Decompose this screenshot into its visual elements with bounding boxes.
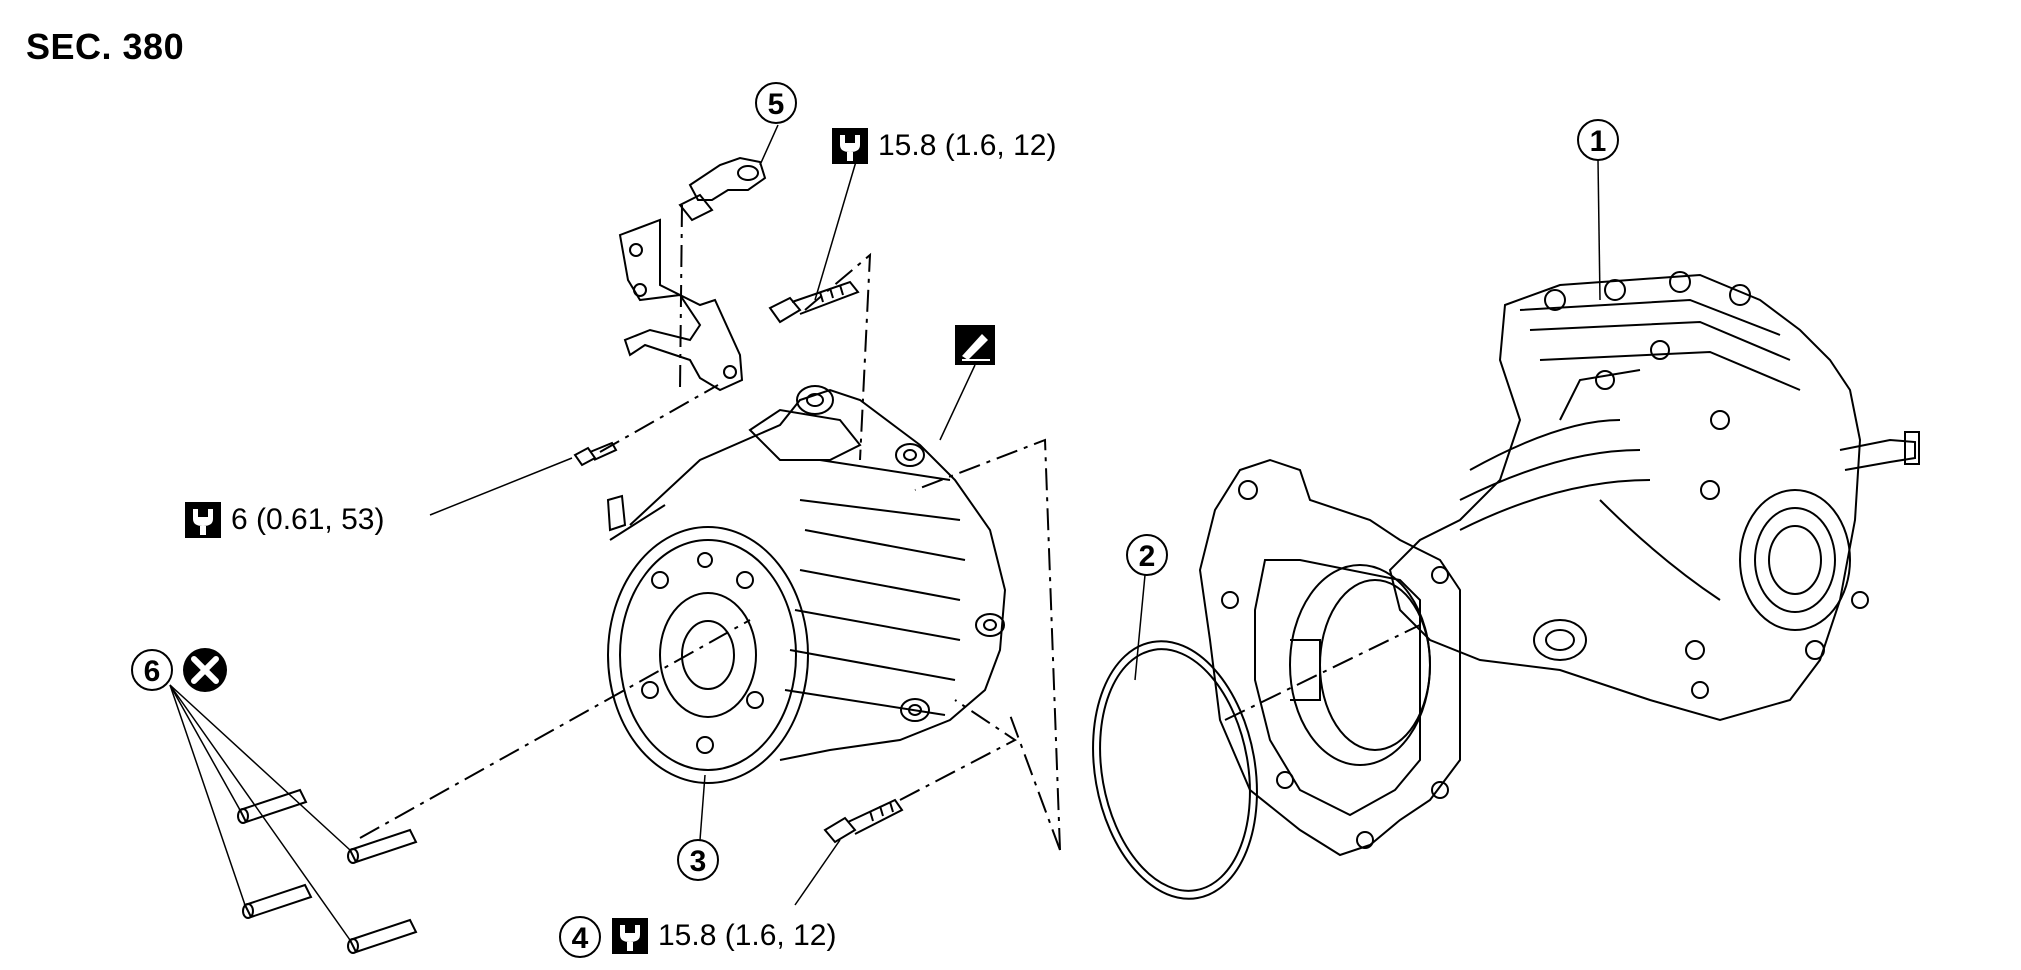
callout-6	[131, 649, 173, 691]
do-not-reuse-icon	[183, 648, 227, 692]
lower-bolt	[823, 798, 904, 844]
callout-1-label: 1	[1590, 125, 1607, 158]
callout-3	[677, 839, 719, 881]
bracket-bolt	[573, 441, 618, 467]
torque-value-bracket: 6 (0.61, 53)	[231, 503, 385, 536]
torque-spec-lower: 15.8 (1.6, 12)	[612, 918, 836, 954]
leader-lines	[169, 124, 1601, 941]
callout-5-label: 5	[768, 88, 785, 121]
liquid-gasket-icon	[955, 325, 995, 365]
callout-1	[1577, 119, 1619, 161]
callout-4-label: 4	[572, 922, 589, 955]
callout-2	[1126, 534, 1168, 576]
extension-housing	[606, 385, 1007, 784]
torque-wrench-icon	[612, 918, 648, 954]
callout-markers	[131, 82, 1619, 958]
torque-wrench-icon	[832, 128, 868, 164]
harness-bracket	[618, 156, 767, 392]
torque-value-lower: 15.8 (1.6, 12)	[658, 919, 837, 952]
torque-wrench-icon	[185, 502, 221, 538]
assembly-lines	[359, 204, 1421, 851]
dowel-pins	[237, 788, 418, 954]
gasket-ring	[1092, 640, 1258, 900]
torque-value-upper: 15.8 (1.6, 12)	[878, 129, 1057, 162]
callout-6-label: 6	[144, 655, 161, 688]
section-title: SEC. 380	[26, 26, 185, 67]
callout-2-label: 2	[1139, 540, 1156, 573]
torque-spec-upper: 15.8 (1.6, 12)	[832, 128, 1056, 164]
torque-spec-bracket: 6 (0.61, 53)	[185, 502, 384, 538]
differential-carrier	[1198, 271, 1920, 857]
callout-4	[559, 916, 601, 958]
callout-3-label: 3	[690, 845, 707, 878]
callout-5	[755, 82, 797, 124]
